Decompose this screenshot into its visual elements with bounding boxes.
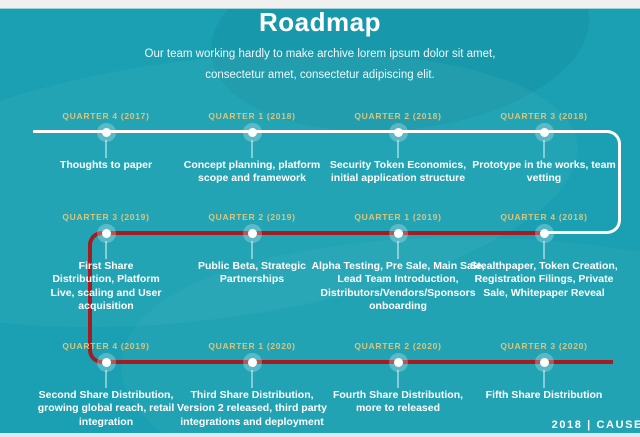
node-connector-line [105, 370, 107, 388]
quarter-label: QUARTER 2 (2019) [208, 212, 296, 222]
milestone-description: Second Share Distribution, growing globa… [37, 389, 175, 428]
timeline-row-1: QUARTER 4 (2017) Thoughts to paper QUART… [33, 111, 617, 231]
milestone-description: Security Token Economics, initial applic… [329, 159, 467, 185]
timeline-node-dot [539, 128, 549, 137]
quarter-label: QUARTER 1 (2020) [208, 341, 296, 351]
milestone-description: Fifth Share Distribution [485, 389, 603, 401]
node-connector-line [397, 241, 399, 259]
timeline-row-2: QUARTER 3 (2019) First Share Distributio… [33, 212, 618, 332]
timeline-node-dot [539, 358, 549, 367]
timeline-node-dot [101, 229, 111, 238]
timeline-node-dot [539, 229, 549, 238]
node-connector-line [251, 370, 253, 388]
node-connector-line [397, 370, 399, 388]
timeline-item-q2-2019: QUARTER 2 (2019) Public Beta, Strategic … [179, 212, 325, 332]
node-connector-line [251, 140, 253, 158]
milestone-description: Thoughts to paper [59, 159, 153, 171]
timeline-item-q4-2019: QUARTER 4 (2019) Second Share Distributi… [33, 341, 179, 437]
quarter-label: QUARTER 2 (2018) [354, 111, 442, 121]
quarter-label: QUARTER 4 (2019) [62, 341, 150, 351]
quarter-label: QUARTER 1 (2019) [354, 212, 442, 222]
footer-watermark: 2018 | CAUSE [551, 419, 640, 431]
quarter-label: QUARTER 2 (2020) [354, 341, 442, 351]
milestone-description: Concept planning, platform scope and fra… [183, 159, 321, 185]
milestone-description: Fourth Share Distribution, more to relea… [332, 389, 464, 415]
milestone-description: Third Share Distribution, Version 2 rele… [177, 389, 327, 428]
page-subtitle: Our team working hardly to make archive … [0, 44, 640, 87]
timeline-node-dot [393, 229, 403, 238]
timeline-node-dot [101, 358, 111, 367]
milestone-description: Alpha Testing, Pre Sale, Main Sale, Lead… [311, 260, 485, 313]
subtitle-line-2: consectetur amet, consectetur adipiscing… [205, 69, 435, 82]
timeline-item-q3-2020: QUARTER 3 (2020) Fifth Share Distributio… [471, 341, 617, 437]
page-title: Roadmap [259, 7, 381, 37]
timeline-item-q3-2018: QUARTER 3 (2018) Prototype in the works,… [471, 111, 617, 231]
quarter-label: QUARTER 3 (2018) [500, 111, 588, 121]
node-connector-line [105, 140, 107, 158]
timeline-item-q1-2020: QUARTER 1 (2020) Third Share Distributio… [177, 341, 327, 437]
timeline-item-q1-2018: QUARTER 1 (2018) Concept planning, platf… [179, 111, 325, 231]
timeline-item-q3-2019: QUARTER 3 (2019) First Share Distributio… [33, 212, 179, 332]
milestone-description: Public Beta, Strategic Partnerships [198, 260, 306, 286]
timeline-item-q2-2018: QUARTER 2 (2018) Security Token Economic… [325, 111, 471, 231]
milestone-description: First Share Distribution, Platform Live,… [50, 260, 162, 313]
timeline-item-q4-2018: QUARTER 4 (2018) Stealthpaper, Token Cre… [470, 212, 618, 332]
node-connector-line [397, 140, 399, 158]
timeline-node-dot [393, 128, 403, 137]
subtitle-line-1: Our team working hardly to make archive … [144, 48, 496, 60]
bottom-page-edge-strip [0, 433, 640, 437]
quarter-label: QUARTER 4 (2017) [62, 111, 150, 121]
milestone-description: Stealthpaper, Token Creation, Registrati… [470, 260, 618, 299]
timeline-item-q1-2019: QUARTER 1 (2019) Alpha Testing, Pre Sale… [311, 212, 484, 332]
timeline-node-dot [247, 358, 257, 367]
node-connector-line [251, 241, 253, 259]
node-connector-line [543, 140, 545, 158]
quarter-label: QUARTER 4 (2018) [500, 212, 588, 222]
milestone-description: Prototype in the works, team vetting [472, 159, 616, 185]
timeline-node-dot [247, 128, 257, 137]
timeline-row-3: QUARTER 4 (2019) Second Share Distributi… [33, 341, 617, 437]
top-page-edge-strip [0, 0, 640, 9]
timeline-node-dot [247, 229, 257, 238]
quarter-label: QUARTER 1 (2018) [208, 111, 296, 121]
timeline-node-dot [393, 358, 403, 367]
timeline-item-q2-2020: QUARTER 2 (2020) Fourth Share Distributi… [325, 341, 471, 437]
node-connector-line [543, 370, 545, 388]
quarter-label: QUARTER 3 (2020) [500, 341, 588, 351]
timeline-item-q4-2017: QUARTER 4 (2017) Thoughts to paper [33, 111, 179, 231]
node-connector-line [543, 241, 545, 259]
quarter-label: QUARTER 3 (2019) [62, 212, 150, 222]
timeline-node-dot [101, 128, 111, 137]
node-connector-line [105, 241, 107, 259]
